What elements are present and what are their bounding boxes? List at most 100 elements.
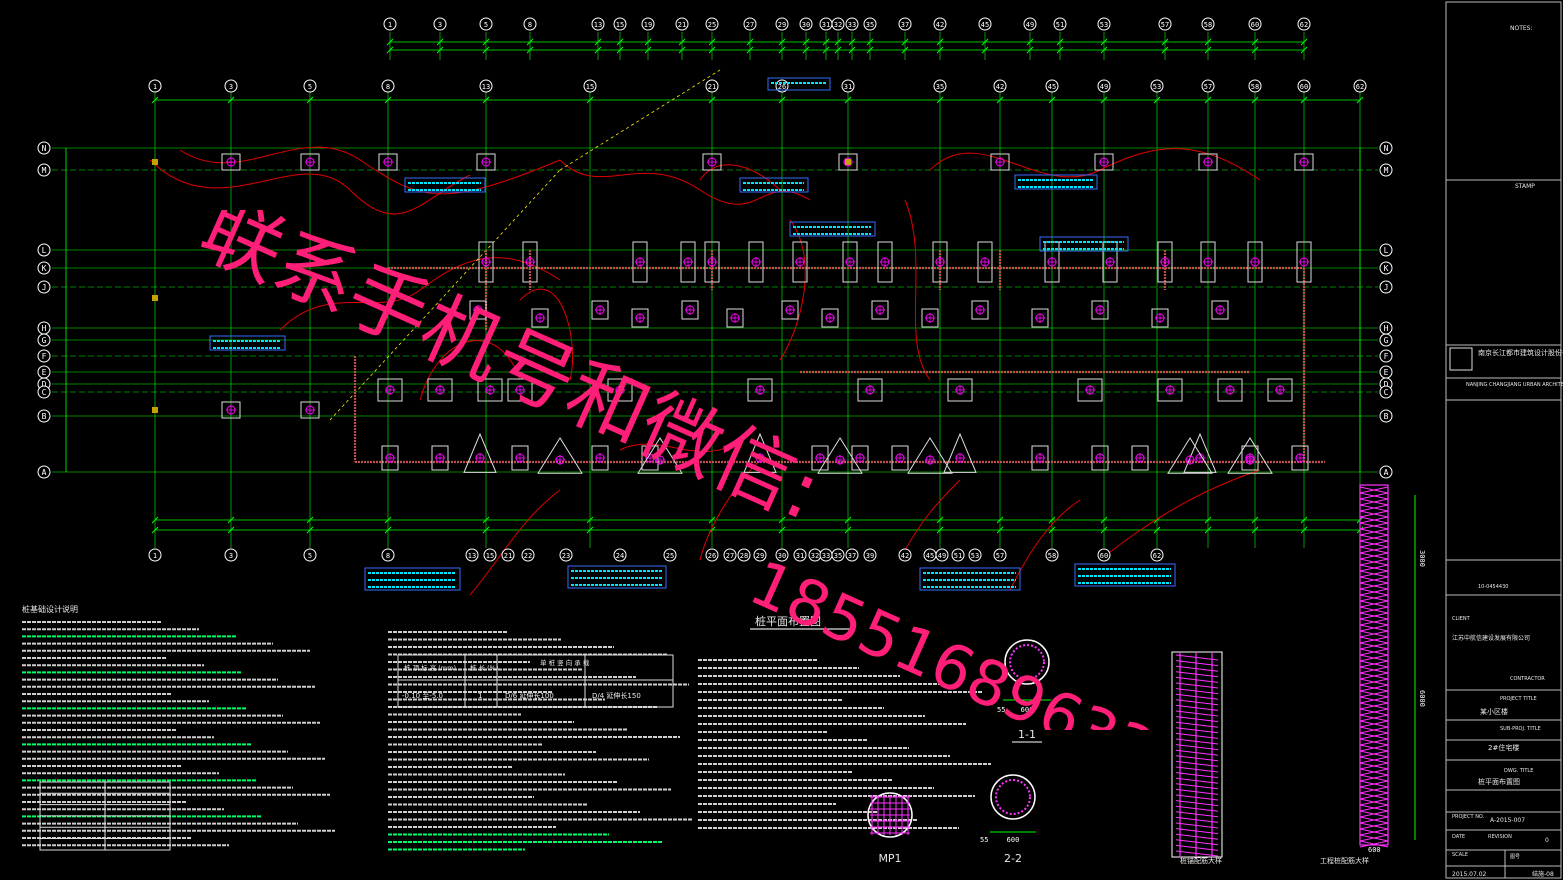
top-axis-bubble	[845, 17, 859, 31]
dimension-tick	[708, 38, 716, 46]
section-label: 1-1	[1018, 728, 1036, 741]
soil-contour-line	[469, 489, 561, 596]
bottom-axis-bubble	[737, 548, 751, 562]
bottom-axis-bubble	[483, 548, 497, 562]
anchor-stirrup	[1175, 682, 1219, 689]
dimension-tick	[866, 46, 874, 54]
dimension-tick	[644, 46, 652, 54]
dimension-tick	[981, 46, 989, 54]
pile-cap	[947, 378, 973, 402]
dimension-tick	[1153, 526, 1161, 534]
column-axis-bubble	[1353, 79, 1367, 93]
bottom-axis-bubble	[1150, 548, 1164, 562]
bottom-axis-bubble	[559, 548, 573, 562]
title-block-project-no-label: PROJECT NO.	[1452, 814, 1485, 820]
dimension-tick	[482, 38, 490, 46]
bottom-axis-label: 23	[562, 552, 570, 560]
row-axis-bubble	[1379, 465, 1393, 479]
dimension-tick	[1251, 516, 1259, 524]
pile-cap	[377, 378, 403, 402]
bottom-axis-label: 22	[524, 552, 532, 560]
rebar-spiral	[1359, 780, 1389, 788]
column-axis-label: 3	[229, 83, 233, 91]
top-axis-label: 33	[848, 21, 856, 29]
pile-cap	[221, 153, 241, 171]
dimension-tick	[586, 526, 594, 534]
top-axis-label: 3	[438, 21, 442, 29]
dimension-tick	[482, 46, 490, 54]
dimension-tick	[1251, 46, 1259, 54]
row-axis-label: H	[42, 324, 47, 333]
pile-cap	[591, 445, 609, 471]
section-dim-label: 600	[1007, 836, 1020, 844]
top-axis-label: 35	[866, 21, 874, 29]
dimension-tick	[848, 46, 856, 54]
row-axis-bubble	[1379, 409, 1393, 423]
rebar-spiral	[1359, 486, 1389, 494]
pile-table-header: 桩 长 (%)	[470, 663, 498, 672]
pile-cap	[748, 241, 764, 283]
top-axis-bubble	[1053, 17, 1067, 31]
rebar-spiral	[1359, 564, 1389, 572]
column-axis-bubble	[479, 79, 493, 93]
anchor-stirrup	[1175, 732, 1219, 739]
rebar-spiral	[1359, 606, 1389, 614]
title-block-project-title: 某小区楼	[1480, 707, 1508, 716]
title-block-sub-title-label: SUB-PROJ. TITLE	[1500, 726, 1541, 732]
dimension-tick	[1161, 46, 1169, 54]
dimension-tick	[306, 96, 314, 104]
rebar-spiral	[1359, 768, 1389, 776]
anchor-detail-title: 桩锚配筋大样	[1180, 856, 1222, 865]
row-axis-bubble	[37, 280, 51, 294]
dimension-tick	[482, 526, 490, 534]
section-diagonal	[329, 169, 561, 421]
rebar-spiral	[1359, 630, 1389, 638]
row-axis-label: E	[42, 368, 47, 377]
bottom-axis-label: 60	[1100, 552, 1108, 560]
dimension-tick	[834, 46, 842, 54]
pile-cap	[990, 153, 1010, 171]
bottom-axis-label: 26	[708, 552, 716, 560]
pile-cap	[702, 153, 722, 171]
bottom-axis-label: 25	[666, 552, 674, 560]
pile-cap	[431, 445, 449, 471]
dimension-tick	[306, 516, 314, 524]
soil-contour-line	[279, 257, 561, 331]
bottom-axis-bubble	[148, 548, 162, 562]
rebar-spiral	[1359, 828, 1389, 836]
bottom-axis-label: 32	[811, 552, 819, 560]
pile-cap	[871, 300, 889, 320]
dimension-tick	[1026, 38, 1034, 46]
rebar-spiral	[1359, 738, 1389, 746]
dimension-tick	[678, 38, 686, 46]
row-axis-label: A	[42, 468, 47, 477]
top-axis-label: 27	[746, 21, 754, 29]
pile-cap	[817, 437, 863, 474]
bottom-axis-bubble	[613, 548, 627, 562]
bottom-axis-label: 30	[778, 552, 786, 560]
dimension-tick	[151, 96, 159, 104]
title-block-sheet: 结施-08	[1532, 870, 1554, 878]
pile-cap	[1217, 378, 1243, 402]
pile-cap	[1296, 241, 1312, 283]
dimension-tick	[848, 38, 856, 46]
top-axis-label: 51	[1056, 21, 1064, 29]
rebar-spiral	[1359, 816, 1389, 824]
dimension-tick	[1204, 96, 1212, 104]
title-block-dwg-title-label: DWG. TITLE	[1504, 768, 1533, 774]
dimension-tick	[936, 38, 944, 46]
rebar-spiral	[1359, 558, 1389, 566]
dimension-tick	[1100, 526, 1108, 534]
anchor-stirrup	[1175, 844, 1219, 851]
rebar-spiral	[1359, 534, 1389, 542]
rebar-spiral	[1359, 570, 1389, 578]
title-block-dwg-title: 桩平面布置图	[1478, 777, 1520, 786]
rebar-spiral	[1359, 678, 1389, 686]
soil-contour-line	[899, 479, 961, 561]
row-axis-label: L	[42, 246, 47, 255]
title-block-client-label: CLIENT	[1452, 616, 1471, 622]
top-axis-label: 8	[528, 21, 532, 29]
bottom-axis-label: 62	[1153, 552, 1161, 560]
title-block-revision-label: REVISION	[1488, 834, 1512, 840]
